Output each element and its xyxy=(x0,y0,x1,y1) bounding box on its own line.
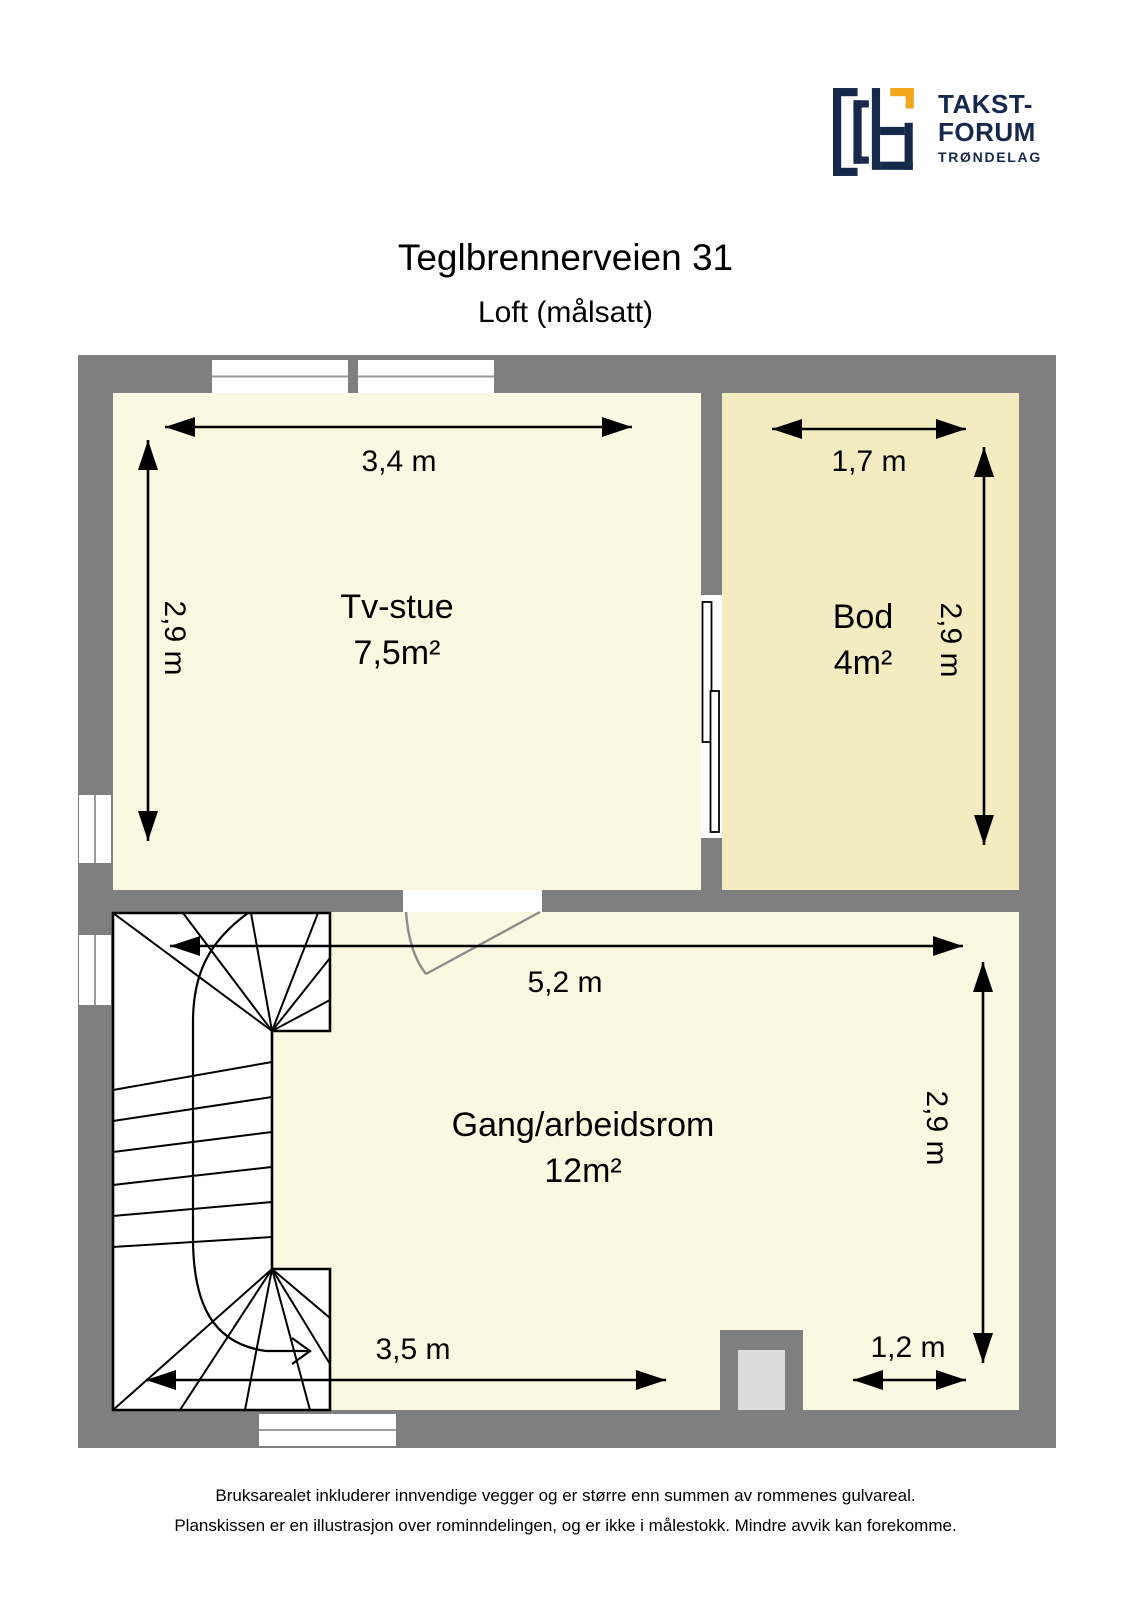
dim-label-tvstue-width: 3,4 m xyxy=(361,445,437,478)
room-name: Gang/arbeidsrom xyxy=(451,1106,715,1144)
dim-label-stair-width: 3,5 m xyxy=(375,1333,451,1366)
tvstue-floor xyxy=(113,393,701,890)
window-bottom xyxy=(259,1414,396,1446)
room-area: 4m² xyxy=(833,644,893,682)
page-title: Teglbrennerveien 31 xyxy=(397,237,734,278)
dimension-arrows xyxy=(138,417,994,1390)
dim-label-gang-width: 5,2 m xyxy=(527,966,603,999)
logo-wordmark: TAKST- FORUM TRØNDELAG xyxy=(938,90,1042,165)
window-left-1 xyxy=(79,795,111,863)
footer-disclaimer-2: Planskissen er en illustrasjon over romi… xyxy=(174,1516,957,1535)
chimney xyxy=(720,1330,803,1412)
dim-label-bod-width: 1,7 m xyxy=(831,445,907,478)
dim-label-bod-depth: 2,9 m xyxy=(934,602,967,678)
room-name: Bod xyxy=(832,598,894,636)
room-label-bod: Bod 4m² xyxy=(833,594,894,686)
staircase xyxy=(111,911,332,1412)
room-area: 12m² xyxy=(544,1152,622,1190)
window-top-2 xyxy=(358,360,494,393)
room-label-gang: Gang/arbeidsrom 12m² xyxy=(452,1102,715,1194)
page-subtitle: Loft (målsatt) xyxy=(477,296,654,329)
walls xyxy=(78,355,1056,1448)
footer-disclaimer-1: Bruksarealet inkluderer innvendige vegge… xyxy=(215,1486,916,1505)
logo-line-3: TRØNDELAG xyxy=(938,149,1042,165)
logo-line-2: FORUM xyxy=(938,117,1036,147)
window-left-2 xyxy=(79,935,111,1005)
logo-line-1: TAKST- xyxy=(938,89,1033,119)
walk-direction-arrow xyxy=(291,1337,312,1365)
room-label-tvstue: Tv-stue 7,5m² xyxy=(340,584,453,676)
room-name: Tv-stue xyxy=(340,588,454,626)
dim-label-right-width: 1,2 m xyxy=(870,1331,946,1364)
windows xyxy=(79,360,494,1446)
dim-label-gang-depth: 2,9 m xyxy=(920,1090,953,1166)
room-area: 7,5m² xyxy=(353,634,441,672)
window-top-1 xyxy=(212,360,348,393)
sliding-door-tvstue-bod xyxy=(701,595,722,838)
takstforum-logo-icon xyxy=(833,88,914,176)
bod-floor xyxy=(722,393,1019,890)
takstforum-logo: TAKST- FORUM TRØNDELAG xyxy=(833,88,1048,183)
dim-label-tvstue-depth: 2,9 m xyxy=(158,600,191,676)
